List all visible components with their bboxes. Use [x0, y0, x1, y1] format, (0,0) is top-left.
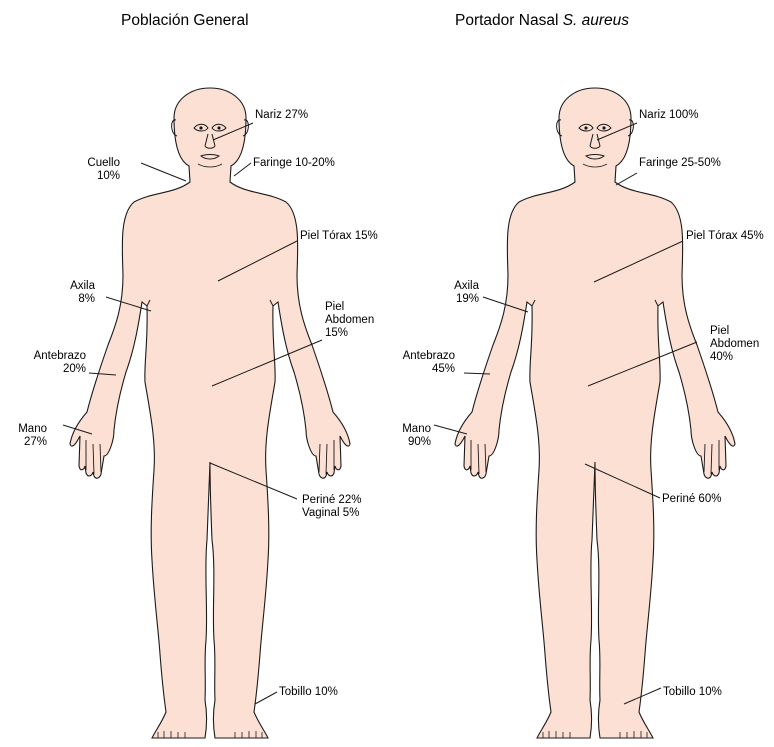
label-axila-right-line2: 19%	[456, 293, 479, 305]
label-abdomen-left-line3: 15%	[325, 327, 348, 339]
label-nariz-right: Nariz 100%	[639, 109, 698, 122]
label-perine-right: Periné 60%	[662, 493, 721, 506]
label-cuello-left-line2: 10%	[97, 170, 120, 182]
label-perine-left: Periné 22%Vaginal 5%	[302, 494, 361, 520]
label-abdomen-right-line3: 40%	[710, 351, 733, 363]
label-antebrazo-left-line2: 20%	[63, 363, 86, 375]
label-axila-left-line1: Axila	[70, 280, 95, 292]
label-mano-left-line1: Mano	[18, 423, 47, 435]
label-abdomen-left-line2: Abdomen	[325, 314, 374, 326]
label-tobillo-left: Tobillo 10%	[279, 686, 338, 699]
label-tobillo-right: Tobillo 10%	[663, 686, 722, 699]
label-perine-left-line1: Periné 22%	[302, 494, 361, 506]
label-abdomen-left-line1: Piel	[325, 301, 344, 313]
leader-tobillo-left	[255, 692, 277, 704]
label-abdomen-right-line1: Piel	[710, 325, 729, 337]
label-mano-left-line2: 27%	[24, 436, 47, 448]
left-human-figure	[70, 88, 350, 738]
label-abdomen-right-line2: Abdomen	[710, 338, 759, 350]
label-torax-right: Piel Tórax 45%	[686, 230, 764, 243]
leader-faringe-right	[616, 173, 637, 185]
leader-faringe-left	[234, 163, 251, 176]
label-antebrazo-left-line1: Antebrazo	[34, 350, 86, 362]
label-axila-left-line2: 8%	[78, 293, 95, 305]
label-mano-right-line2: 90%	[408, 436, 431, 448]
label-antebrazo-right-line1: Antebrazo	[403, 350, 455, 362]
label-antebrazo-right-line2: 45%	[432, 363, 455, 375]
label-cuello-left-line1: Cuello	[87, 157, 120, 169]
label-faringe-left: Faringe 10-20%	[253, 157, 335, 170]
label-faringe-right: Faringe 25-50%	[639, 157, 721, 170]
label-axila-right-line1: Axila	[454, 280, 479, 292]
label-mano-right-line1: Mano	[402, 423, 431, 435]
right-human-figure	[455, 88, 735, 738]
label-torax-left: Piel Tórax 15%	[300, 230, 378, 243]
leader-cuello-left	[141, 163, 186, 181]
label-vaginal-left: Vaginal 5%	[302, 507, 359, 519]
label-nariz-left: Nariz 27%	[255, 109, 308, 122]
